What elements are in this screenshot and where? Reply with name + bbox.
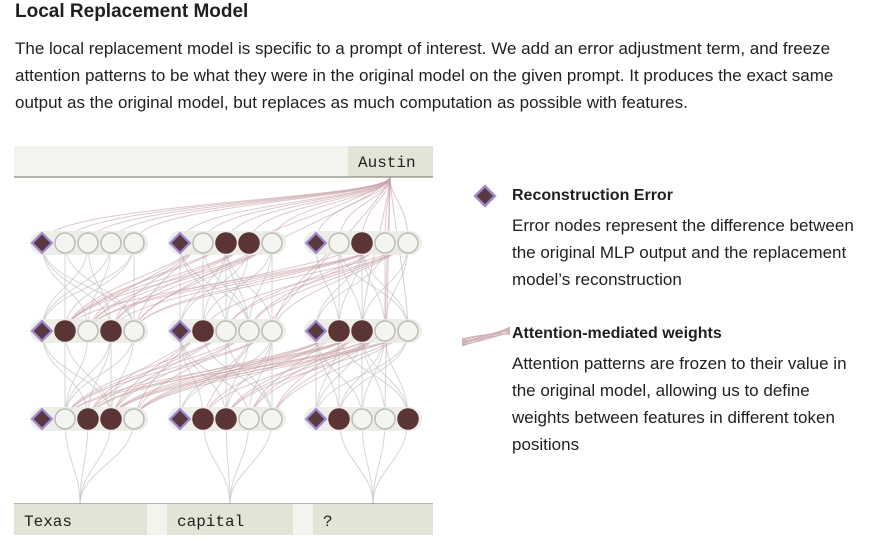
mlp-weight: [87, 330, 112, 420]
inactive-feature-node: [54, 232, 76, 254]
inactive-feature-node: [261, 320, 283, 342]
inactive-feature-node: [192, 232, 214, 254]
active-feature-node: [215, 408, 237, 430]
input-token-box-question: [313, 504, 433, 535]
inactive-feature-node: [238, 408, 260, 430]
active-feature-node: [100, 408, 122, 430]
mlp-weight: [338, 330, 409, 420]
mlp-weight: [179, 242, 250, 332]
error-node-diamond-icon: [168, 407, 192, 431]
active-feature-node: [215, 232, 237, 254]
active-feature-node: [238, 232, 260, 254]
input-token-gap-1: [147, 504, 167, 535]
error-node-diamond-icon: [304, 407, 328, 431]
embedding-weight: [79, 418, 135, 505]
output-token-box: [348, 146, 433, 177]
embedding-weight: [229, 418, 250, 505]
input-token-label-texas: Texas: [24, 513, 72, 531]
inactive-feature-node: [261, 232, 283, 254]
active-feature-node: [192, 320, 214, 342]
mlp-weight: [248, 330, 273, 420]
inactive-feature-node: [100, 232, 122, 254]
mlp-weight: [315, 242, 340, 332]
active-feature-node: [100, 320, 122, 342]
mlp-weight: [179, 242, 227, 332]
embedding-weight: [64, 418, 81, 505]
active-feature-node: [351, 320, 373, 342]
inactive-feature-node: [123, 408, 145, 430]
inactive-feature-node: [374, 408, 396, 430]
mlp-weight: [41, 242, 89, 332]
mlp-weight: [41, 330, 112, 420]
embedding-weight: [225, 418, 231, 505]
inactive-feature-node: [123, 320, 145, 342]
section-title: Local Replacement Model: [15, 1, 249, 22]
input-token-gap-2: [293, 504, 313, 535]
error-node-diamond-icon: [30, 231, 54, 255]
mlp-weight: [248, 242, 273, 332]
mlp-weight: [338, 242, 409, 332]
inactive-feature-node: [215, 320, 237, 342]
nodes-layer: [30, 231, 419, 431]
legend-title-attention-weights: Attention-mediated weights: [512, 325, 722, 342]
attention-lines-icon: [461, 326, 511, 347]
mlp-weight: [361, 242, 409, 332]
error-node-diamond-icon: [304, 319, 328, 343]
legend-text-attention-weights: Attention patterns are frozen to their v…: [512, 354, 847, 454]
inactive-feature-node: [328, 232, 350, 254]
input-token-box-capital: [167, 504, 293, 535]
inactive-feature-node: [397, 320, 419, 342]
output-weight: [133, 176, 391, 244]
inactive-feature-node: [261, 408, 283, 430]
embedding-weight: [338, 418, 374, 505]
mlp-weight: [64, 242, 135, 332]
inactive-feature-node: [397, 232, 419, 254]
active-feature-node: [77, 408, 99, 430]
inactive-feature-node: [77, 232, 99, 254]
embedding-weight: [229, 418, 273, 505]
error-node-diamond-icon: [30, 319, 54, 343]
active-feature-node: [54, 320, 76, 342]
output-token-label: Austin: [358, 154, 416, 172]
inactive-feature-node: [123, 232, 145, 254]
active-feature-node: [192, 408, 214, 430]
attention-weight: [271, 242, 340, 332]
inactive-feature-node: [374, 232, 396, 254]
mlp-weight: [41, 330, 89, 420]
inactive-feature-node: [238, 320, 260, 342]
mlp-weight: [64, 330, 112, 420]
tokens-layer: Austin Texas capital ?: [14, 146, 433, 535]
error-node-diamond-icon: [304, 231, 328, 255]
active-feature-node: [351, 232, 373, 254]
input-token-box-texas: [14, 504, 147, 535]
inactive-feature-node: [54, 408, 76, 430]
mlp-weight: [384, 330, 409, 420]
mlp-weight: [338, 242, 363, 332]
legend-title-reconstruction-error: Reconstruction Error: [512, 187, 673, 204]
attention-weight: [133, 242, 386, 332]
active-feature-node: [328, 320, 350, 342]
active-feature-node: [328, 408, 350, 430]
diamond-icon: [473, 184, 497, 208]
legend-text-reconstruction-error: Error nodes represent the difference bet…: [512, 216, 854, 289]
section-description: The local replacement model is specific …: [15, 39, 834, 112]
mlp-weight: [110, 330, 135, 420]
input-token-label-question: ?: [323, 513, 333, 531]
error-node-diamond-icon: [168, 319, 192, 343]
embedding-weight: [372, 418, 409, 505]
inactive-feature-node: [351, 408, 373, 430]
inactive-feature-node: [374, 320, 396, 342]
error-node-diamond-icon: [168, 231, 192, 255]
mlp-weight: [384, 242, 409, 332]
active-feature-node: [397, 408, 419, 430]
mlp-weight: [41, 242, 135, 332]
output-weight: [202, 176, 391, 420]
inactive-feature-node: [77, 320, 99, 342]
error-node-diamond-icon: [30, 407, 54, 431]
input-token-label-capital: capital: [177, 513, 244, 531]
output-weight: [384, 176, 391, 420]
mlp-weight: [41, 242, 112, 332]
